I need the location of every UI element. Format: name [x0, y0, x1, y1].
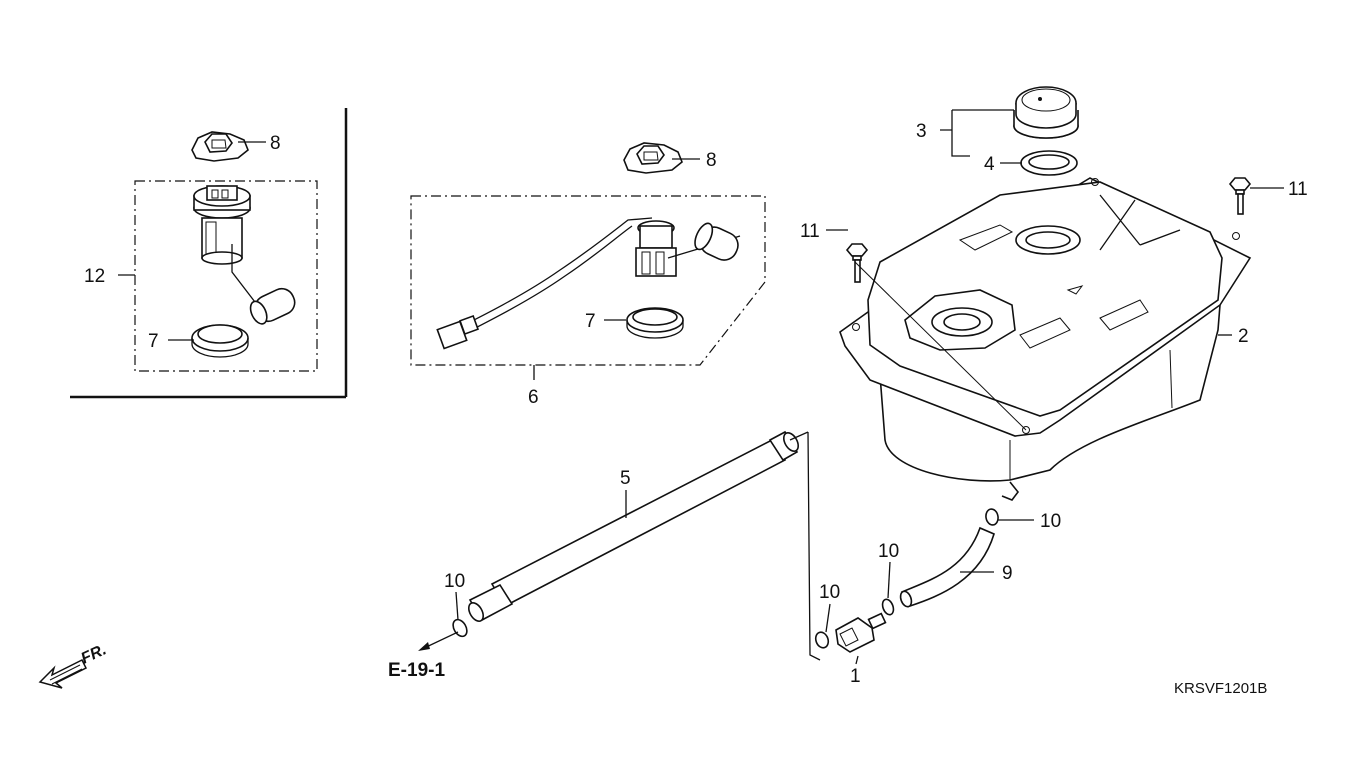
callout-7-middle: 7 [585, 311, 596, 332]
fuel-level-sender [436, 217, 741, 350]
hose-clamp-d [814, 631, 830, 649]
assembly-6-box [410, 195, 766, 366]
cap-gasket [1020, 150, 1078, 176]
callout-3: 3 [916, 121, 927, 142]
callout-9: 9 [1002, 563, 1013, 584]
fuel-filter [835, 612, 887, 653]
fuel-hose-long [467, 430, 800, 622]
callout-2: 2 [1238, 326, 1249, 347]
callout-10-b: 10 [1040, 511, 1061, 532]
fuel-cap [1013, 86, 1079, 139]
callout-7-left: 7 [148, 331, 159, 352]
callout-11-left: 11 [800, 221, 820, 242]
hose-clamp-a [452, 618, 468, 638]
front-marker: FR. [79, 641, 110, 667]
callout-10-c: 10 [878, 541, 899, 562]
callout-8-left: 8 [270, 133, 281, 154]
gasket-ring-middle [626, 307, 684, 339]
retainer-ring-left [191, 131, 249, 162]
inset-frame [70, 108, 348, 399]
assembly-12-box [134, 180, 318, 372]
callout-10-d: 10 [819, 582, 840, 603]
hose-clamp-b [985, 508, 999, 526]
bolt-right [1228, 177, 1252, 215]
callout-8-middle: 8 [706, 150, 717, 171]
reference-link[interactable]: E-19-1 [388, 660, 445, 681]
retainer-ring-middle [623, 142, 683, 174]
gasket-ring-left [191, 324, 249, 358]
fuel-pump-unit [193, 185, 296, 325]
hose-clamp-c [881, 598, 895, 616]
fuel-tank [839, 177, 1252, 501]
leader-lines [118, 109, 1284, 665]
callout-11-right: 11 [1288, 179, 1308, 200]
fuel-hose-short [899, 526, 995, 608]
callout-1: 1 [850, 666, 861, 687]
callout-12: 12 [84, 266, 105, 287]
callout-4: 4 [984, 154, 995, 175]
diagram-code: KRSVF1201B [1174, 680, 1267, 697]
callout-6: 6 [528, 387, 539, 408]
front-direction-arrow-icon [38, 658, 88, 689]
callout-5: 5 [620, 468, 631, 489]
bolt-left [845, 243, 869, 283]
callout-10-a: 10 [444, 571, 465, 592]
